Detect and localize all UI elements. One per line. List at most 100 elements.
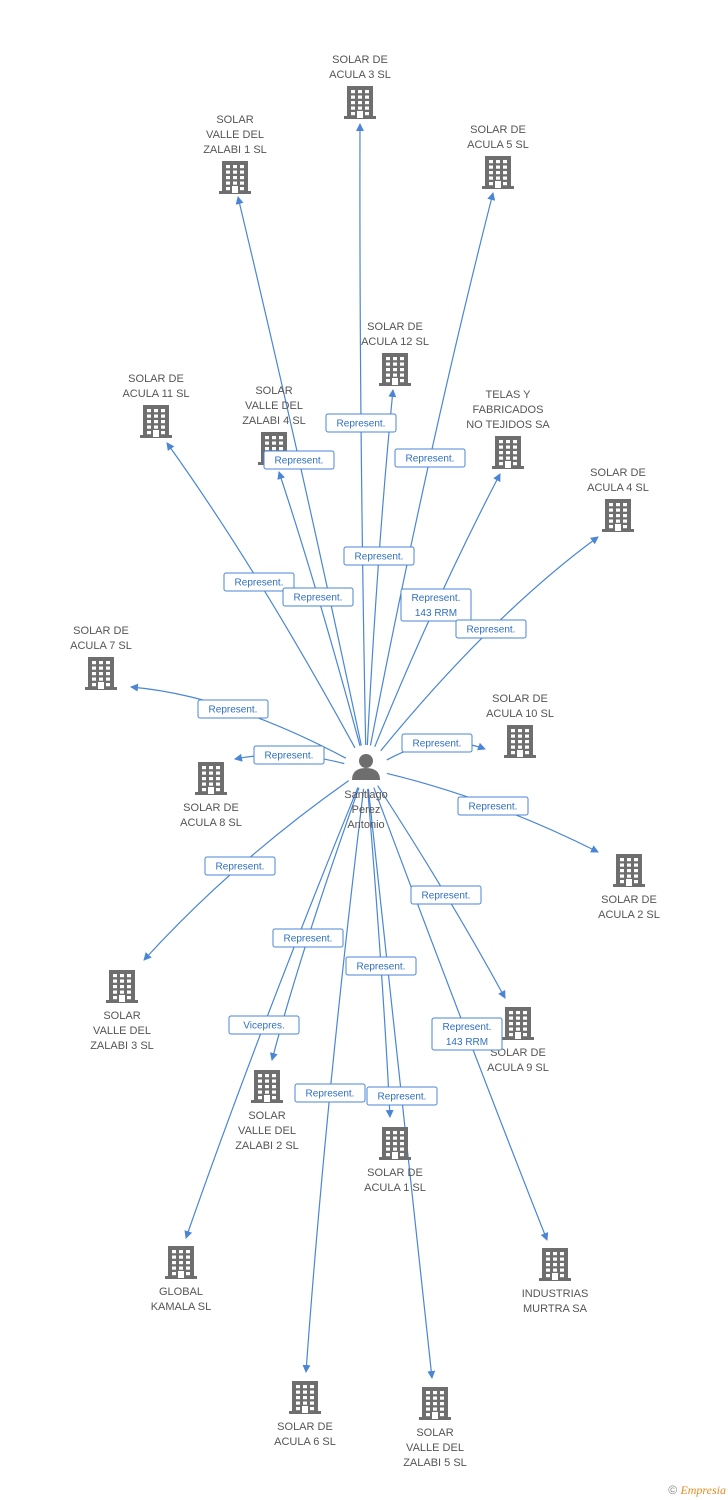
edge-label-text: 143 RRM (446, 1037, 488, 1048)
edge-label-text: 143 RRM (415, 608, 457, 619)
company-label: ACULA 4 SL (587, 482, 649, 494)
edge-label-box (294, 1083, 366, 1103)
edge-labels-layer: Represent.Represent.Represent.Represent.… (197, 413, 529, 1106)
center-label: Perez (352, 804, 381, 816)
edge-label-text: Represent. (294, 593, 343, 604)
company-label: SOLAR DE (601, 894, 657, 906)
edge-solar-valle-del-zalabi-4 (277, 471, 361, 746)
edge-label-solar-de-acula-3[interactable]: Represent. (325, 413, 397, 433)
edge-label-solar-de-acula-10[interactable]: Represent. (401, 733, 473, 753)
edge-label-solar-de-acula-2[interactable]: Represent. (457, 796, 529, 816)
edge-label-box (228, 1015, 300, 1035)
building-icon (289, 1381, 321, 1414)
company-label: VALLE DEL (245, 400, 303, 412)
company-label: SOLAR DE (183, 802, 239, 814)
company-label: VALLE DEL (238, 1125, 296, 1137)
edge-label-solar-de-acula-8[interactable]: Represent. (253, 745, 325, 765)
center-label: Antonio (347, 819, 384, 831)
company-label: VALLE DEL (206, 129, 264, 141)
credit: © Empresia (668, 1483, 726, 1498)
building-icon (379, 1127, 411, 1160)
edge-label-text: Represent. (413, 739, 462, 750)
edge-label-text: Vicepres. (243, 1021, 285, 1032)
company-label: ACULA 8 SL (180, 817, 242, 829)
company-label: VALLE DEL (93, 1025, 151, 1037)
company-label: ZALABI 5 SL (403, 1457, 467, 1469)
edge-label-global-kamala[interactable]: Vicepres. (228, 1015, 300, 1035)
edge-global-kamala (184, 787, 359, 1239)
building-icon (492, 436, 524, 469)
edge-label-text: Represent. (284, 934, 333, 945)
edge-label-box (325, 413, 397, 433)
edge-label-text: Represent. (337, 419, 386, 430)
company-label: ACULA 11 SL (122, 388, 189, 400)
building-icon (482, 156, 514, 189)
building-icon (219, 161, 251, 194)
company-node-solar-de-acula-8[interactable]: SOLAR DE ACULA 8 SL (180, 762, 242, 829)
company-label: SOLAR DE (470, 124, 526, 136)
edge-label-solar-de-acula-1[interactable]: Represent. (345, 956, 417, 976)
edge-label-solar-valle-del-zalabi-1[interactable]: Represent. (263, 450, 335, 470)
building-icon (85, 657, 117, 690)
company-label: ACULA 10 SL (486, 708, 554, 720)
edge-label-solar-valle-del-zalabi-5[interactable]: Represent. (366, 1086, 438, 1106)
edge-label-box (282, 587, 354, 607)
edge-label-solar-valle-del-zalabi-3[interactable]: Represent. (204, 856, 276, 876)
company-label: FABRICADOS (473, 404, 544, 416)
building-icon (602, 499, 634, 532)
company-label: ZALABI 1 SL (203, 144, 267, 156)
edge-label-solar-de-acula-7[interactable]: Represent. (197, 699, 269, 719)
edge-label-text: Represent. (306, 1089, 355, 1100)
edge-label-solar-valle-del-zalabi-2[interactable]: Represent. (272, 928, 344, 948)
edge-label-solar-de-acula-12[interactable]: Represent. (343, 546, 415, 566)
edge-label-solar-de-acula-9[interactable]: Represent. (410, 885, 482, 905)
edge-label-box (457, 796, 529, 816)
edge-label-solar-de-acula-4[interactable]: Represent. (455, 619, 527, 639)
company-node-solar-de-acula-9[interactable]: SOLAR DE ACULA 9 SL (487, 1007, 549, 1074)
edge-label-text: Represent. (355, 552, 404, 563)
brand-logo[interactable]: Empresia (680, 1483, 726, 1497)
building-icon (502, 1007, 534, 1040)
building-icon (379, 353, 411, 386)
edge-label-solar-de-acula-5[interactable]: Represent. (394, 448, 466, 468)
company-label: ACULA 6 SL (274, 1436, 336, 1448)
edge-label-text: Represent. (275, 456, 324, 467)
company-label: ACULA 12 SL (361, 336, 429, 348)
company-label: INDUSTRIAS (522, 1288, 589, 1300)
edge-label-text: Represent. (467, 625, 516, 636)
company-label: ACULA 7 SL (70, 640, 132, 652)
edge-label-industrias-murtra[interactable]: Represent.143 RRM (431, 1017, 503, 1051)
company-node-solar-valle-del-zalabi-1[interactable]: SOLAR VALLE DEL ZALABI 1 SL (203, 114, 267, 194)
edge-label-telas-y-fabricados[interactable]: Represent.143 RRM (400, 588, 472, 622)
edge-label-solar-valle-del-zalabi-4[interactable]: Represent. (282, 587, 354, 607)
edge-label-text: Represent. (469, 802, 518, 813)
building-icon (195, 762, 227, 795)
company-label: SOLAR DE (490, 1047, 546, 1059)
edge-label-solar-de-acula-11[interactable]: Represent. (223, 572, 295, 592)
edge-label-box (197, 699, 269, 719)
company-label: SOLAR (216, 114, 253, 126)
edge-solar-valle-del-zalabi-5 (367, 788, 436, 1379)
company-label: ACULA 9 SL (487, 1062, 549, 1074)
edge-label-solar-de-acula-6[interactable]: Represent. (294, 1083, 366, 1103)
edge-label-box (401, 733, 473, 753)
